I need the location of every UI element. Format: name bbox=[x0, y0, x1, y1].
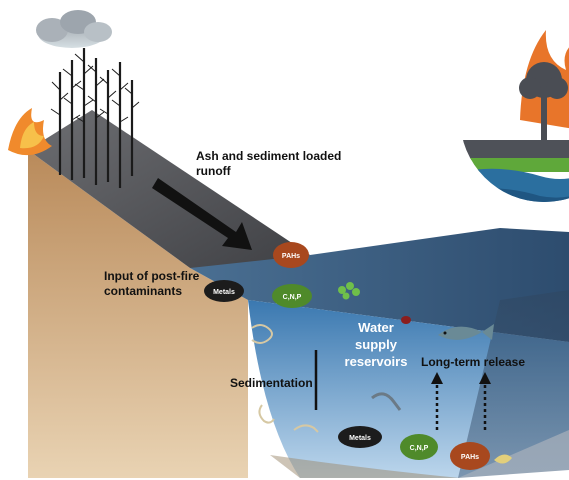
pahs-badge-bottom: PAHs bbox=[450, 442, 490, 470]
cnp-badge-bottom: C,N,P bbox=[400, 434, 438, 460]
reservoir-surface bbox=[190, 228, 569, 342]
long-term-release-label: Long-term release bbox=[421, 355, 525, 369]
release-arrows bbox=[435, 382, 487, 430]
crayfish-icon bbox=[371, 392, 402, 411]
burnt-trees-icon bbox=[50, 48, 140, 188]
release-arrowhead-right bbox=[479, 372, 491, 384]
runoff-label-line1: Ash and sediment loaded bbox=[196, 149, 341, 163]
metals-badge-bottom: Metals bbox=[338, 426, 382, 448]
sedimentation-label: Sedimentation bbox=[230, 376, 313, 390]
input-label-line2: contaminants bbox=[104, 284, 182, 298]
cnp-badge-top: C,N,P bbox=[272, 284, 312, 308]
water-label-line3: reservoirs bbox=[345, 354, 408, 369]
release-arrowhead-left bbox=[431, 372, 443, 384]
flames-icon bbox=[8, 108, 52, 156]
fish-icon bbox=[438, 324, 494, 340]
water-label-line1: Water bbox=[358, 320, 394, 335]
soil-front-face bbox=[28, 150, 248, 478]
input-label-line1: Input of post-fire bbox=[104, 269, 200, 283]
runoff-arrow-icon bbox=[152, 178, 252, 250]
runoff-label-line2: runoff bbox=[196, 164, 232, 178]
svg-text:C,N,P: C,N,P bbox=[283, 294, 302, 301]
pahs-badge-top: PAHs bbox=[273, 242, 309, 268]
larvae-icon bbox=[251, 324, 319, 433]
svg-text:PAHs: PAHs bbox=[461, 454, 479, 461]
sediment-layer bbox=[270, 455, 460, 478]
wildfire-watershed-logo bbox=[460, 30, 569, 202]
svg-text:PAHs: PAHs bbox=[282, 253, 300, 260]
svg-text:C,N,P: C,N,P bbox=[410, 445, 429, 452]
block-side-face bbox=[458, 290, 569, 478]
algae-icon bbox=[338, 282, 360, 300]
svg-text:Metals: Metals bbox=[349, 435, 371, 442]
cloud-icon bbox=[36, 10, 112, 48]
water-label-line2: supply bbox=[355, 337, 398, 352]
metals-badge-top: Metals bbox=[204, 280, 244, 302]
beetle-icon bbox=[401, 316, 411, 324]
svg-text:Metals: Metals bbox=[213, 289, 235, 296]
leaf-debris-icon bbox=[494, 454, 512, 464]
